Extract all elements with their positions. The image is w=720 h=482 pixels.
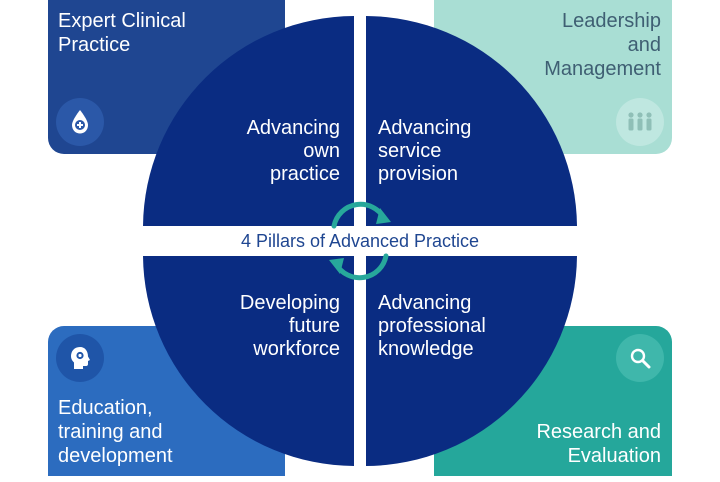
quadrant-label-developing-future-workforce: Developing future workforce <box>239 292 340 360</box>
corner-title: Research and Evaluation <box>536 421 661 467</box>
magnifier-icon <box>616 334 664 382</box>
quadrant-label-advancing-own-practice: Advancing own practice <box>246 117 340 185</box>
arrow-head-top <box>376 208 391 224</box>
drop-plus-icon <box>56 98 104 146</box>
center-label: 4 Pillars of Advanced Practice <box>240 231 480 251</box>
quadrant-label-advancing-professional-knowledge: Advancing professional knowledge <box>378 292 486 360</box>
quadrant-top-right <box>366 16 577 226</box>
quadrant-top-left <box>143 16 354 226</box>
quadrant-label-advancing-service-provision: Advancing service provision <box>378 117 472 185</box>
arrow-head-bottom <box>329 258 344 274</box>
corner-title: Expert Clinical Practice <box>58 10 186 56</box>
corner-title: Education, training and development <box>58 397 173 467</box>
quadrant-bottom-left <box>143 256 354 466</box>
corner-title: Leadership and Management <box>544 10 661 80</box>
people-group-icon <box>616 98 664 146</box>
head-gear-icon <box>56 334 104 382</box>
quadrant-bottom-right <box>366 256 577 466</box>
cycle-arrows-icon <box>331 201 389 281</box>
